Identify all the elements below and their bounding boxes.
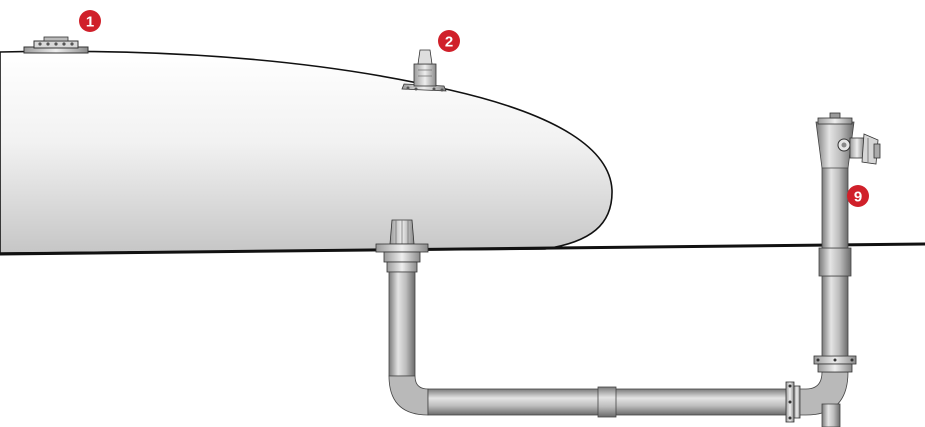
pipe-elbow-support bbox=[821, 403, 841, 427]
riser-sleeve bbox=[818, 247, 852, 277]
riser-flange bbox=[813, 355, 857, 373]
pipe-elbow-left bbox=[388, 375, 429, 416]
pipe-flange bbox=[785, 381, 801, 423]
tank-outlet-fitting bbox=[375, 219, 429, 273]
manhole-cover bbox=[23, 36, 89, 54]
marker-2: 2 bbox=[438, 30, 460, 52]
vent-fitting bbox=[401, 49, 447, 92]
pipe-coupling bbox=[597, 386, 617, 418]
pipe-vertical-left bbox=[388, 271, 416, 377]
fill-head bbox=[815, 112, 855, 169]
marker-9: 9 bbox=[847, 185, 869, 207]
marker-2-label: 2 bbox=[445, 34, 453, 51]
riser-pipe-lower bbox=[821, 275, 849, 357]
tank-body bbox=[0, 50, 613, 254]
marker-9-label: 9 bbox=[854, 189, 862, 206]
marker-1-label: 1 bbox=[86, 14, 94, 31]
marker-1: 1 bbox=[79, 10, 101, 32]
fill-coupler bbox=[849, 133, 881, 165]
ground-line bbox=[0, 242, 925, 256]
